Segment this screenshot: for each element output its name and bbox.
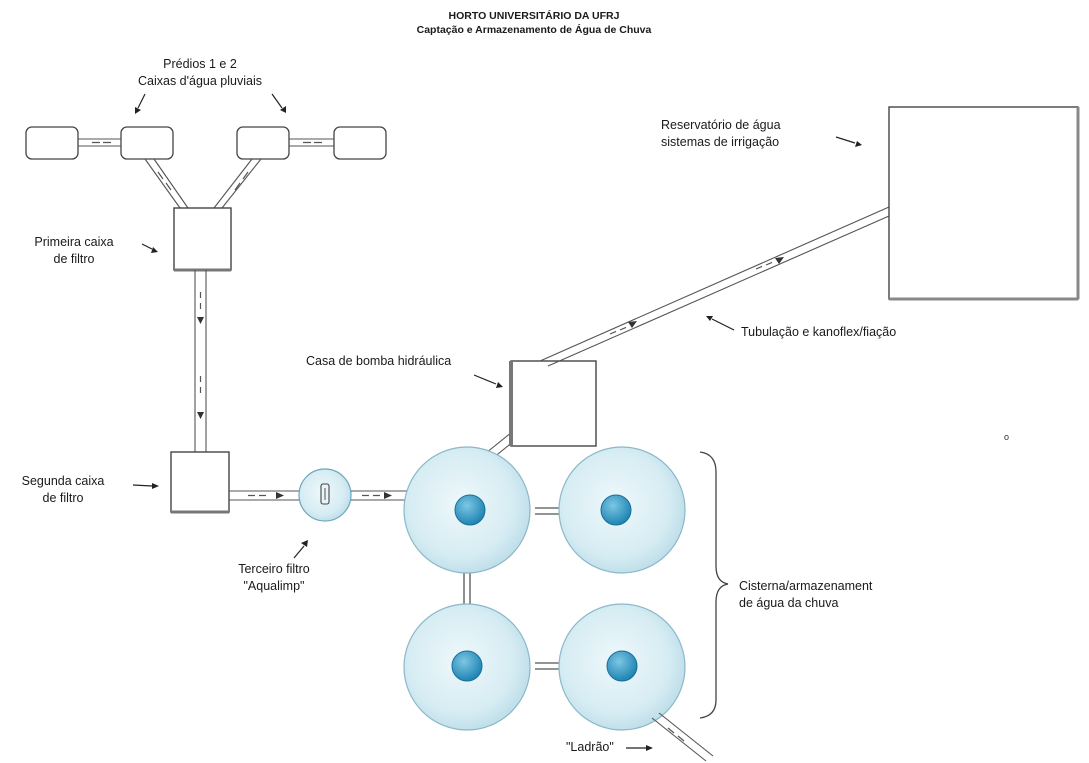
cistern-tank-1	[403, 446, 531, 574]
label-first-filter-line1: Primeira caixa	[34, 235, 114, 249]
flow-arrow-down-2	[197, 412, 204, 419]
flow-arrow-right-1	[276, 492, 284, 499]
pipe-top-right	[289, 138, 334, 147]
flow-arrow-up-1	[628, 321, 637, 328]
label-buildings: Prédios 1 e 2 Caixas d'água pluviais	[120, 56, 280, 90]
label-cistern: Cisterna/armazenament de água da chuva	[739, 578, 872, 612]
cistern-bracket	[699, 451, 729, 719]
building-tank-3	[236, 126, 290, 160]
pipe-to-third-filter	[229, 490, 300, 501]
label-cistern-line2: de água da chuva	[739, 596, 839, 610]
label-third-filter-line2: "Aqualimp"	[243, 579, 305, 593]
building-tank-2	[120, 126, 174, 160]
pipe-vertical	[194, 270, 207, 452]
flow-arrow-right-2	[384, 492, 392, 499]
stray-mark: o	[1004, 432, 1010, 442]
label-buildings-line2: Caixas d'água pluviais	[138, 74, 262, 88]
building-tank-4	[333, 126, 387, 160]
building-tank-1	[25, 126, 79, 160]
reservoir-box	[888, 106, 1080, 301]
overflow-pipe	[651, 712, 714, 762]
cistern-tank-4	[558, 603, 686, 731]
label-first-filter: Primeira caixa de filtro	[14, 234, 134, 268]
third-filter-aqualimp	[298, 468, 352, 522]
label-reservoir: Reservatório de água sistemas de irrigaç…	[661, 117, 781, 151]
label-cistern-line1: Cisterna/armazenament	[739, 579, 873, 593]
flow-arrow-up-2	[775, 257, 784, 264]
label-second-filter-line2: de filtro	[42, 491, 84, 505]
cistern-tank-3	[403, 603, 531, 731]
pipe-diagonal-right	[213, 158, 262, 209]
label-third-filter-line1: Terceiro filtro	[238, 562, 310, 576]
cistern-tank-2	[558, 446, 686, 574]
second-filter-box	[170, 451, 230, 514]
label-third-filter: Terceiro filtro "Aqualimp"	[214, 561, 334, 595]
diagram-subtitle: Captação e Armazenamento de Água de Chuv…	[416, 24, 652, 36]
label-second-filter-line1: Segunda caixa	[21, 474, 105, 488]
label-first-filter-line2: de filtro	[53, 252, 95, 266]
pump-house	[509, 360, 597, 447]
label-reservoir-line2: sistemas de irrigação	[661, 135, 780, 149]
label-second-filter: Segunda caixa de filtro	[4, 473, 122, 507]
label-reservoir-line1: Reservatório de água	[661, 118, 781, 132]
label-piping: Tubulação e kanoflex/fiação	[741, 325, 897, 339]
label-buildings-line1: Prédios 1 e 2	[163, 57, 237, 71]
diagram-title: HORTO UNIVERSITÁRIO DA UFRJ	[448, 10, 620, 22]
pipe-top-left	[78, 138, 121, 147]
pipe-diagonal-left	[144, 158, 189, 209]
label-pump-house: Casa de bomba hidráulica	[306, 354, 452, 368]
first-filter-box	[173, 207, 232, 272]
label-overflow: "Ladrão"	[566, 740, 614, 754]
pointer-arrows	[132, 93, 862, 751]
pipe-to-cistern	[351, 490, 407, 501]
pipe-pump-to-reservoir	[539, 206, 890, 367]
flow-arrow-down-1	[197, 317, 204, 324]
